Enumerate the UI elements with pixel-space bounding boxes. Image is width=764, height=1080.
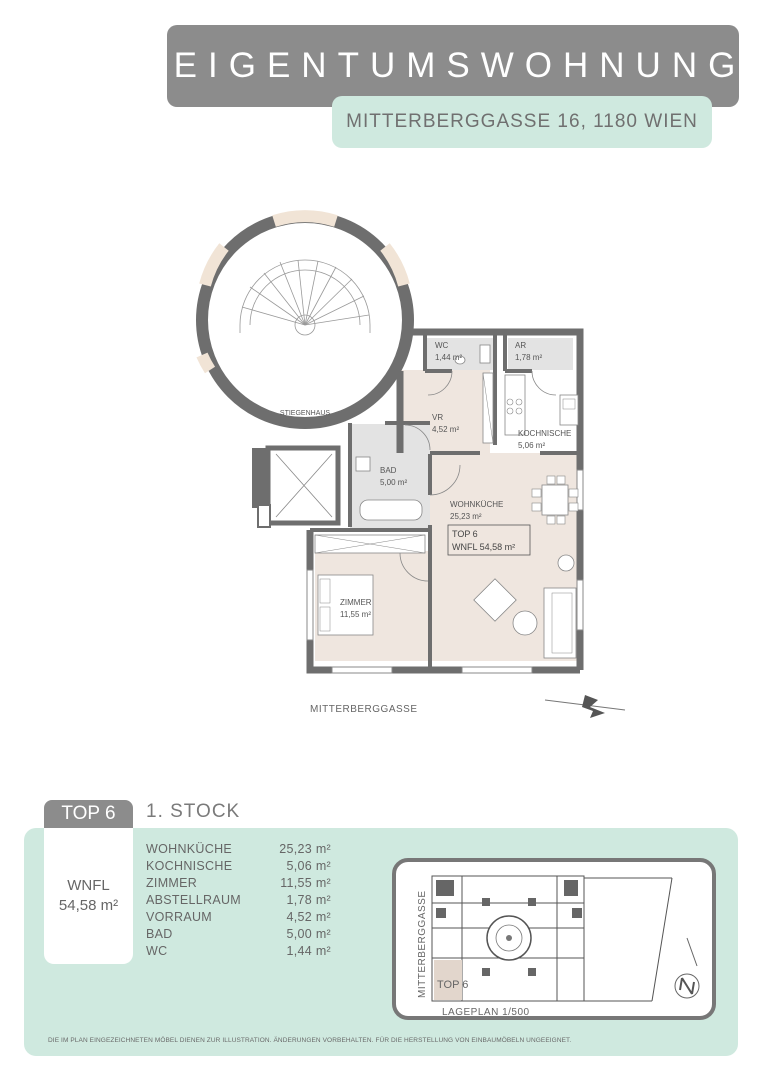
- interior-walls: [310, 332, 580, 670]
- list-item: ZIMMER 11,55 m²: [146, 875, 331, 892]
- room-name: ZIMMER: [146, 876, 198, 890]
- wnfl-box: WNFL 54,58 m²: [44, 828, 133, 964]
- address-banner: MITTERBERGGASSE 16, 1180 WIEN: [332, 96, 712, 148]
- floor-label: 1. STOCK: [146, 801, 241, 822]
- room-area: 1,78 m²: [286, 893, 331, 907]
- site-north-arrow-icon: [674, 937, 700, 999]
- zimmer-area: 11,55 m²: [340, 610, 371, 619]
- bad-label: BAD: [380, 466, 397, 475]
- wohnkueche-label: WOHNKÜCHE: [450, 500, 503, 509]
- plan-unit-label: TOP 6: [452, 529, 478, 539]
- room-area: 5,00 m²: [286, 927, 331, 941]
- site-unit-label: TOP 6: [437, 979, 468, 991]
- bad-area: 5,00 m²: [380, 478, 407, 487]
- north-arrow-icon: [544, 695, 626, 718]
- zimmer-label: ZIMMER: [340, 598, 372, 607]
- vr-label: VR: [432, 413, 443, 422]
- site-street-label: MITTERBERGGASSE: [417, 890, 428, 998]
- top-badge: TOP 6: [44, 800, 133, 828]
- list-item: WOHNKÜCHE 25,23 m²: [146, 841, 331, 858]
- room-area: 1,44 m²: [286, 944, 331, 958]
- street-label: MITTERBERGGASSE: [310, 704, 418, 715]
- room-area: 4,52 m²: [286, 910, 331, 924]
- room-name: WOHNKÜCHE: [146, 842, 233, 856]
- list-item: BAD 5,00 m²: [146, 926, 331, 943]
- room-area: 11,55 m²: [280, 876, 331, 890]
- wc-area: 1,44 m²: [435, 353, 462, 362]
- ar-label: AR: [515, 341, 526, 350]
- wnfl-label: WNFL: [67, 877, 110, 894]
- plan-unit-area: WNFL 54,58 m²: [452, 542, 515, 552]
- disclaimer: DIE IM PLAN EINGEZEICHNETEN MÖBEL DIENEN…: [48, 1037, 572, 1044]
- vr-area: 4,52 m²: [432, 425, 459, 434]
- wnfl-value: 54,58 m²: [58, 897, 119, 914]
- room-name: WC: [146, 944, 168, 958]
- room-name: BAD: [146, 927, 173, 941]
- page-title: EIGENTUMSWOHNUNG: [167, 25, 739, 107]
- list-item: ABSTELLRAUM 1,78 m²: [146, 892, 331, 909]
- list-item: VORRAUM 4,52 m²: [146, 909, 331, 926]
- spiral-stair: [239, 259, 371, 336]
- room-name: VORRAUM: [146, 910, 212, 924]
- kochnische-label: KOCHNISCHE: [518, 429, 571, 438]
- list-item: KOCHNISCHE 5,06 m²: [146, 858, 331, 875]
- wohnkueche-area: 25,23 m²: [450, 512, 482, 521]
- wc-label: WC: [435, 341, 449, 350]
- site-caption: LAGEPLAN 1/500: [442, 1007, 530, 1018]
- list-item: WC 1,44 m²: [146, 943, 331, 960]
- stairwell-label: STIEGENHAUS: [280, 410, 331, 417]
- floor-plan: STIEGENHAUS: [196, 210, 626, 718]
- elevator-shaft: [265, 445, 341, 526]
- room-area: 5,06 m²: [286, 859, 331, 873]
- doors: [399, 370, 557, 582]
- room-name: ABSTELLRAUM: [146, 893, 241, 907]
- room-list: WOHNKÜCHE 25,23 m² KOCHNISCHE 5,06 m² ZIMM…: [146, 841, 331, 960]
- site-plan: MITTERBERGGASSE TOP 6 LAGEPLAN 1/500: [392, 858, 716, 1020]
- ar-area: 1,78 m²: [515, 353, 542, 362]
- room-area: 25,23 m²: [279, 842, 331, 856]
- room-name: KOCHNISCHE: [146, 859, 233, 873]
- kochnische-area: 5,06 m²: [518, 441, 545, 450]
